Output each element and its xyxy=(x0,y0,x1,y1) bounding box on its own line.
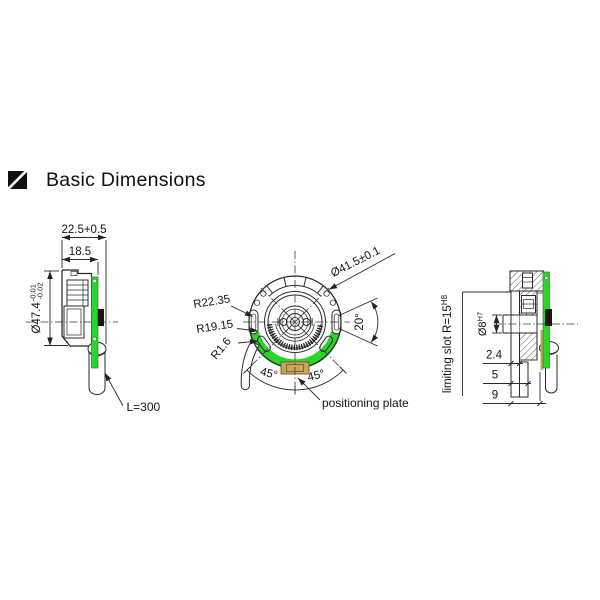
slot-lower-left xyxy=(256,335,271,352)
body-top-detail xyxy=(70,271,78,276)
positioning-plate-label: positioning plate xyxy=(322,396,409,410)
screw-hole xyxy=(260,290,267,297)
screw-hole xyxy=(254,299,261,306)
plate-edge-strip xyxy=(540,330,544,370)
screw-hole xyxy=(323,290,330,297)
bolt-circle-dimension: Ø41.5±0.1 xyxy=(328,245,396,290)
connector-block xyxy=(545,309,552,326)
dim-body-depth: 18.5 xyxy=(69,246,91,258)
radius-slot-width-label: R1.6 xyxy=(209,336,234,362)
page-title: Basic Dimensions xyxy=(46,169,206,191)
screw-channel xyxy=(522,272,533,289)
angle-left-label: 45° xyxy=(259,366,279,382)
limiting-slot-label: limiting slot R=15H8 xyxy=(440,294,454,393)
depth-dimensions: 2.4 5 9 xyxy=(483,350,546,407)
side-view-left: 22.5+0.5 18.5 Ø47.4-0.01-0.02 L=300 xyxy=(26,224,161,414)
angle-45-dimension: 45° 45° xyxy=(243,366,347,395)
internal-block xyxy=(63,305,85,339)
shaft-dimension: Ø8H7 xyxy=(476,312,502,336)
dim-total-depth: 22.5+0.5 xyxy=(61,224,106,236)
front-view: 20° 45° 45° R22.35 R19.15 R1.6 xyxy=(193,245,409,410)
section-view-right: limiting slot R=15H8 xyxy=(440,270,578,407)
angle-slot-label: 20° xyxy=(354,313,366,330)
cable-leader xyxy=(104,372,124,407)
radius-inner-label: R19.15 xyxy=(196,318,235,336)
body-lower-section xyxy=(519,332,538,361)
angle-right-label: 45° xyxy=(306,368,326,384)
body-step xyxy=(519,361,529,398)
angle-slot-dimension: 20° xyxy=(338,297,379,347)
connector-block xyxy=(97,309,104,326)
shaft-diameter-label: Ø8H7 xyxy=(476,312,490,336)
section-bullet-icon xyxy=(8,171,27,189)
centerline-diagonal xyxy=(260,287,344,371)
plate-leader xyxy=(297,377,321,401)
pcb-hole xyxy=(92,336,97,342)
dim-plate-thickness: 2.4 xyxy=(486,350,503,362)
pcb-strip xyxy=(91,276,99,369)
pcb-hole xyxy=(92,278,97,284)
left-view-dimensions: 22.5+0.5 18.5 Ø47.4-0.01-0.02 L=300 xyxy=(29,224,161,414)
centerline-diagonal xyxy=(246,287,330,371)
internal-stack xyxy=(66,279,89,307)
dim-step: 5 xyxy=(492,370,498,382)
pcb-hole xyxy=(544,275,549,281)
mounting-flange xyxy=(510,290,520,398)
radius-outer-label: R22.35 xyxy=(193,293,232,311)
slot-lower-right xyxy=(319,335,334,352)
dim-outer-diameter: Ø47.4-0.01-0.02 xyxy=(29,282,45,333)
screw-hole xyxy=(329,299,336,306)
cable-front-view xyxy=(240,340,260,391)
body-left-bottom-edge xyxy=(61,270,92,347)
dim-total: 9 xyxy=(492,390,498,402)
cable-length-label: L=300 xyxy=(127,400,161,414)
